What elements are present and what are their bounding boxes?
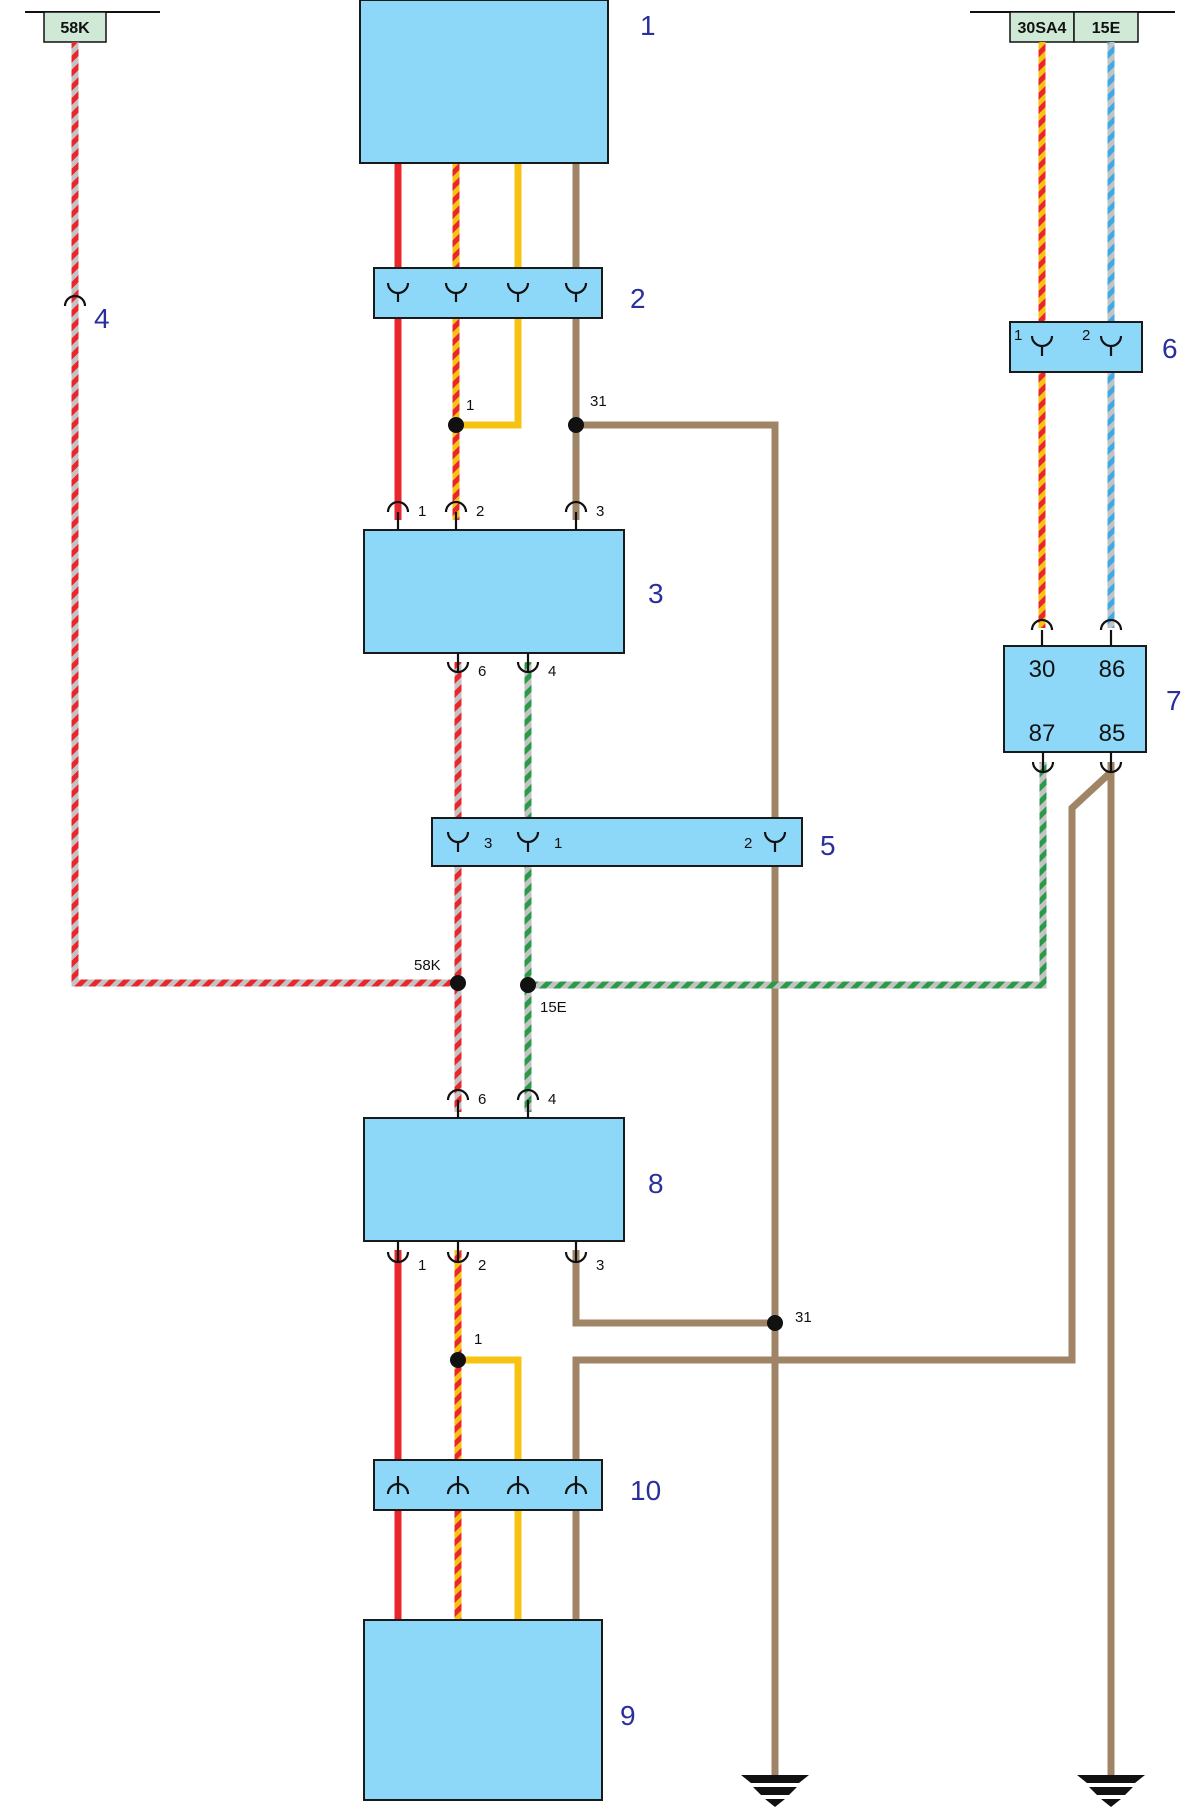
relay-pin-30: 30 <box>1029 656 1056 683</box>
terminal-58k: 58K <box>25 11 160 43</box>
component-8 <box>363 1117 625 1242</box>
connector-5 <box>431 817 803 867</box>
pin-5-3: 3 <box>484 835 492 852</box>
label-component-9: 9 <box>620 1700 636 1731</box>
label-component-1: 1 <box>640 10 656 41</box>
label-component-7: 7 <box>1166 685 1182 716</box>
node-label-58k: 58K <box>414 957 441 974</box>
terminal-30sa4-label: 30SA4 <box>1018 20 1067 37</box>
node-upper-1 <box>448 417 464 433</box>
component-9 <box>363 1619 603 1801</box>
relay-pin-86: 86 <box>1099 656 1126 683</box>
label-component-5: 5 <box>820 830 836 861</box>
wire-brown-8-31 <box>572 1250 775 1327</box>
component-3 <box>363 529 625 654</box>
node-lower-31 <box>767 1315 783 1331</box>
pin-labels: 1 2 3 6 4 3 1 2 1 2 6 4 1 2 3 <box>418 327 1090 1274</box>
pin-8-top-6: 6 <box>478 1091 486 1108</box>
node-label-upper-1: 1 <box>466 397 474 414</box>
node-15e <box>520 977 536 993</box>
connector-10 <box>373 1459 603 1511</box>
pin-sockets <box>63 282 1123 1495</box>
relay-pin-85: 85 <box>1099 720 1126 747</box>
connector-6 <box>1009 321 1143 373</box>
pin-8-top-4: 4 <box>548 1091 556 1108</box>
wire-15e <box>528 762 1047 989</box>
pin-5-1: 1 <box>554 835 562 852</box>
pin-3-bottom-6: 6 <box>478 663 486 680</box>
terminal-15e-label: 15E <box>1092 20 1121 37</box>
pin-8-bottom-3: 3 <box>596 1257 604 1274</box>
node-label-lower-31: 31 <box>795 1309 812 1326</box>
pin-6-1: 1 <box>1014 327 1022 344</box>
label-component-3: 3 <box>648 578 664 609</box>
wire-yellow-node-9 <box>458 1356 522 1620</box>
node-label-lower-1: 1 <box>474 1331 482 1348</box>
wire-58k <box>71 42 458 987</box>
pin-8-bottom-2: 2 <box>478 1257 486 1274</box>
label-component-4: 4 <box>94 303 110 334</box>
relay-7 <box>1003 645 1147 753</box>
node-labels: 1 31 58K 15E 31 1 <box>414 393 812 1348</box>
pin-8-bottom-1: 1 <box>418 1257 426 1274</box>
wire-85-to-10 <box>572 769 1114 1620</box>
ground-symbol-right <box>1077 1775 1145 1807</box>
relay-pin-labels: 30 86 87 85 <box>1029 656 1126 747</box>
terminal-58k-label: 58K <box>60 20 90 37</box>
pin-3-top-1: 1 <box>418 503 426 520</box>
node-upper-31 <box>568 417 584 433</box>
terminal-30sa4-15e: 30SA4 15E <box>970 11 1175 43</box>
node-58k <box>450 975 466 991</box>
pin-3-top-2: 2 <box>476 503 484 520</box>
label-component-6: 6 <box>1162 333 1178 364</box>
label-component-10: 10 <box>630 1475 661 1506</box>
label-component-8: 8 <box>648 1168 664 1199</box>
pin-6-2: 2 <box>1082 327 1090 344</box>
ground-symbol-left <box>741 1775 809 1807</box>
component-1 <box>359 0 609 164</box>
node-lower-1 <box>450 1352 466 1368</box>
connector-2 <box>373 267 603 319</box>
node-label-15e: 15E <box>540 999 567 1016</box>
pin-5-2: 2 <box>744 835 752 852</box>
relay-pin-87: 87 <box>1029 720 1056 747</box>
label-component-2: 2 <box>630 283 646 314</box>
component-labels: 1 2 3 4 5 6 7 8 9 10 <box>94 10 1182 1731</box>
node-label-upper-31: 31 <box>590 393 607 410</box>
wire-yellow-1-node <box>456 163 522 429</box>
pin-3-bottom-4: 4 <box>548 663 556 680</box>
splice-nodes <box>448 417 783 1368</box>
pin-3-top-3: 3 <box>596 503 604 520</box>
